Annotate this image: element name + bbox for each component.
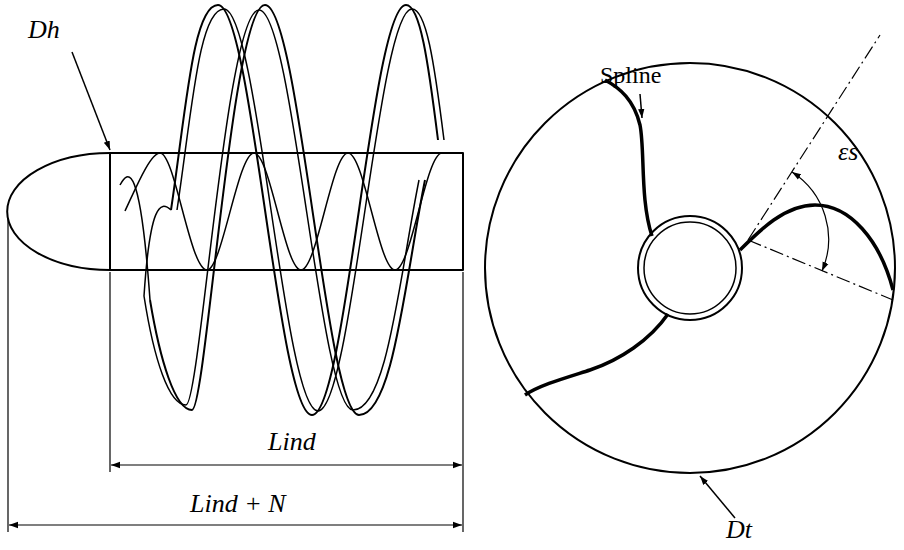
spline-blade (525, 314, 668, 395)
dimension-line (111, 464, 462, 465)
dimension-label: Lind (268, 428, 316, 457)
blade-tip (177, 9, 444, 411)
extension-line (462, 272, 463, 532)
leader-line (640, 94, 642, 118)
spline-blade (605, 80, 652, 236)
hub-circle (644, 222, 736, 314)
center-line (748, 240, 893, 300)
leader-line (72, 52, 110, 150)
angle-label: εs (838, 138, 858, 167)
nose-cone (7, 153, 110, 270)
extension-line (109, 272, 110, 472)
blade-tip (150, 5, 425, 415)
blade-edge (144, 206, 171, 296)
blade-root (125, 153, 442, 270)
blade-tip (144, 10, 419, 410)
angle-arc (792, 172, 829, 271)
leader-line (700, 476, 735, 518)
center-line (748, 35, 880, 240)
hub (110, 153, 463, 270)
hub-circle (638, 216, 742, 320)
dimension-label: Lind + N (190, 490, 286, 519)
casing-circle (485, 63, 895, 473)
diameter-label: Dh (28, 16, 60, 45)
part-label: Spline (600, 62, 661, 88)
blade-tip (171, 5, 438, 415)
diameter-label: Dt (726, 516, 752, 545)
extension-line (7, 218, 8, 532)
dimension-line (9, 524, 462, 525)
